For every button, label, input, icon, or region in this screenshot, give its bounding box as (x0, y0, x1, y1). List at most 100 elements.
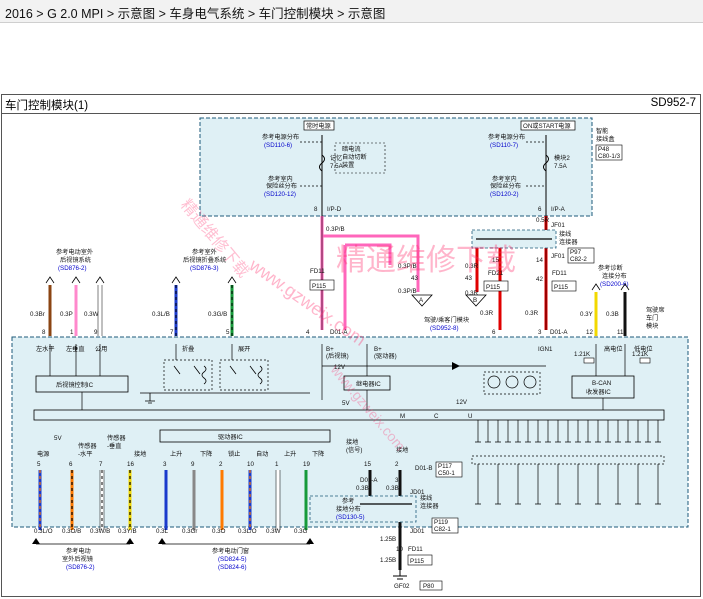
transistor-cluster-icon (483, 371, 541, 395)
arrow-down-icon (126, 538, 134, 544)
bw-wire-12: 0.3B (386, 485, 399, 492)
smart-junction-ref-2: C80-1/3 (598, 153, 621, 160)
relay-ic-label: 继电器IC (356, 380, 381, 388)
bl-lock: 锁止 (228, 450, 240, 458)
breadcrumb-item-engine[interactable]: G 2.0 MPI (47, 7, 104, 21)
pin-6-mid: 6 (492, 329, 496, 336)
tri-a: A (419, 297, 424, 304)
bw-wire-4: 0.3Y/B (118, 528, 137, 535)
module-name-2: 车门 (646, 314, 658, 322)
resistor-a: 1.21K (574, 351, 591, 358)
ref-driver-door-1: 驾驶/乘客门模块 (424, 316, 469, 324)
resistor-icon (639, 357, 651, 364)
bl-sensor-v-2: -垂直 (107, 442, 121, 450)
bl-ground-b: 接地 (396, 446, 408, 454)
label-bplus-driver: B+ (374, 346, 382, 353)
breadcrumb-item-door-module[interactable]: 车门控制模块 (258, 7, 334, 21)
bw-wire-11: 0.3B (356, 485, 369, 492)
ref-mirror-fold-3[interactable]: (SD876-2) (58, 265, 87, 272)
fuse-right-2: 7.5A (554, 163, 568, 170)
arrow-up-icon (620, 283, 630, 291)
breadcrumb-item-diagrams[interactable]: 示意图 (117, 7, 156, 21)
d01a-bottom: D01-A (360, 477, 378, 484)
ground-icon (145, 393, 155, 404)
bl-ground-sig-1: 接地 (346, 438, 358, 446)
diode-icon (452, 362, 460, 370)
ref-diag-3[interactable]: (SD200-6) (600, 281, 629, 288)
bcan-ic-2: 收发器IC (586, 388, 611, 396)
ref-mirror-fold-short-1: 参考室外 (192, 248, 217, 256)
breadcrumb-item-body-electrical[interactable]: 车身电气系统 (169, 7, 245, 21)
w-125b-b: 1.25B (380, 557, 396, 564)
bl-down: 下降 (200, 450, 212, 458)
ref-door-2[interactable]: (SD824-5) (218, 556, 247, 563)
module-name-1: 驾驶席 (646, 306, 665, 314)
p115-bottom: P115 (410, 558, 425, 565)
ref-door-3[interactable]: (SD824-6) (218, 564, 247, 571)
p115-right: P115 (554, 284, 569, 291)
fd11-right: FD11 (552, 270, 567, 277)
v12-a: 12V (334, 364, 346, 371)
joint-ref-box (567, 247, 595, 264)
ref-ground-left-3[interactable]: (SD120-12) (264, 191, 296, 198)
bw-wire-3: 0.3W/B (90, 528, 110, 535)
always-hot-label: 常时电源 (306, 122, 331, 130)
bottom-pin-5: 5 (37, 461, 41, 468)
smart-junction-ref-1: P48 (598, 146, 610, 153)
joint-ref-1: P97 (570, 249, 582, 256)
bl-power: 电源 (37, 450, 49, 458)
pin-14: 14 (536, 257, 543, 264)
bl-sensor-v-1: 传感器 (107, 434, 126, 442)
bw-wire-6: 0.3Gr (182, 528, 197, 535)
ref-mirror-fold-short-3[interactable]: (SD876-3) (190, 265, 219, 272)
bw-wire-1: 0.3L/O (34, 528, 53, 535)
driver-ic-label: 驱动器IC (218, 434, 243, 441)
ref-ground-3[interactable]: (SD130-5) (336, 514, 365, 521)
arrow-up-icon (95, 276, 105, 284)
wire-w4: 0.3L/B (152, 311, 170, 318)
bottom-pin-16: 16 (127, 461, 134, 468)
ref-diag-2: 连接分布 (602, 272, 627, 280)
ref-power-right-2[interactable]: (SD110-7) (490, 142, 518, 149)
p117-2: C50-1 (438, 470, 455, 477)
ref-power-right-1: 参考电源分布 (488, 133, 525, 141)
pin-8: 8 (314, 206, 318, 213)
p115-mid-box (483, 280, 509, 292)
bottom-pin-1: 1 (275, 461, 279, 468)
bottom-pin-3: 3 (395, 477, 399, 484)
v12-b: 12V (456, 399, 468, 406)
watermark-main: 精通维修下载 (336, 244, 516, 277)
jf01-top: JF01 (551, 222, 565, 229)
smart-junction-ref-box (595, 144, 623, 161)
pin-43a: 43 (411, 275, 418, 282)
arrow-down-icon (306, 538, 314, 544)
ref-mirror-b-3[interactable]: (SD876-2) (66, 564, 95, 571)
mcu-c: C (434, 413, 439, 420)
chassis-ground-icon (393, 570, 407, 580)
connector-b-icon (465, 294, 487, 307)
bottom-pin-2: 2 (219, 461, 223, 468)
label-left-vertical: 左垂直 (66, 345, 85, 353)
diagram-titlebar (2, 95, 700, 114)
ref-mirror-b-2: 室外后视镜 (62, 555, 93, 563)
p117-1: P117 (438, 463, 453, 470)
ref-power-left-2[interactable]: (SD110-6) (264, 142, 292, 149)
pin-p2: 1 (70, 329, 74, 336)
dark-current-3: 装置 (342, 161, 354, 169)
joint-ref-2: C82-2 (570, 256, 587, 263)
arrow-up-icon (45, 276, 55, 284)
fold-relay-box (163, 359, 213, 391)
ref-ground-left-2: 保险丝分布 (266, 182, 297, 190)
breadcrumb-item-year[interactable]: 2016 (5, 7, 33, 21)
ref-driver-door-2[interactable]: (SD952-8) (430, 325, 459, 332)
label-high: 高电位 (604, 345, 623, 353)
v5-a: 5V (342, 400, 350, 407)
wire-w6: 0.3Y (580, 311, 593, 318)
ref-ground-right-3[interactable]: (SD120-2) (490, 191, 519, 198)
pin-p4: 7 (170, 329, 174, 336)
ref-ground-right-1: 参考室内 (492, 175, 517, 183)
fuse-left-1: 记忆 (330, 154, 342, 162)
fd11-left: FD11 (310, 268, 325, 275)
p117-box (435, 461, 463, 478)
p119-1: P119 (434, 519, 449, 526)
